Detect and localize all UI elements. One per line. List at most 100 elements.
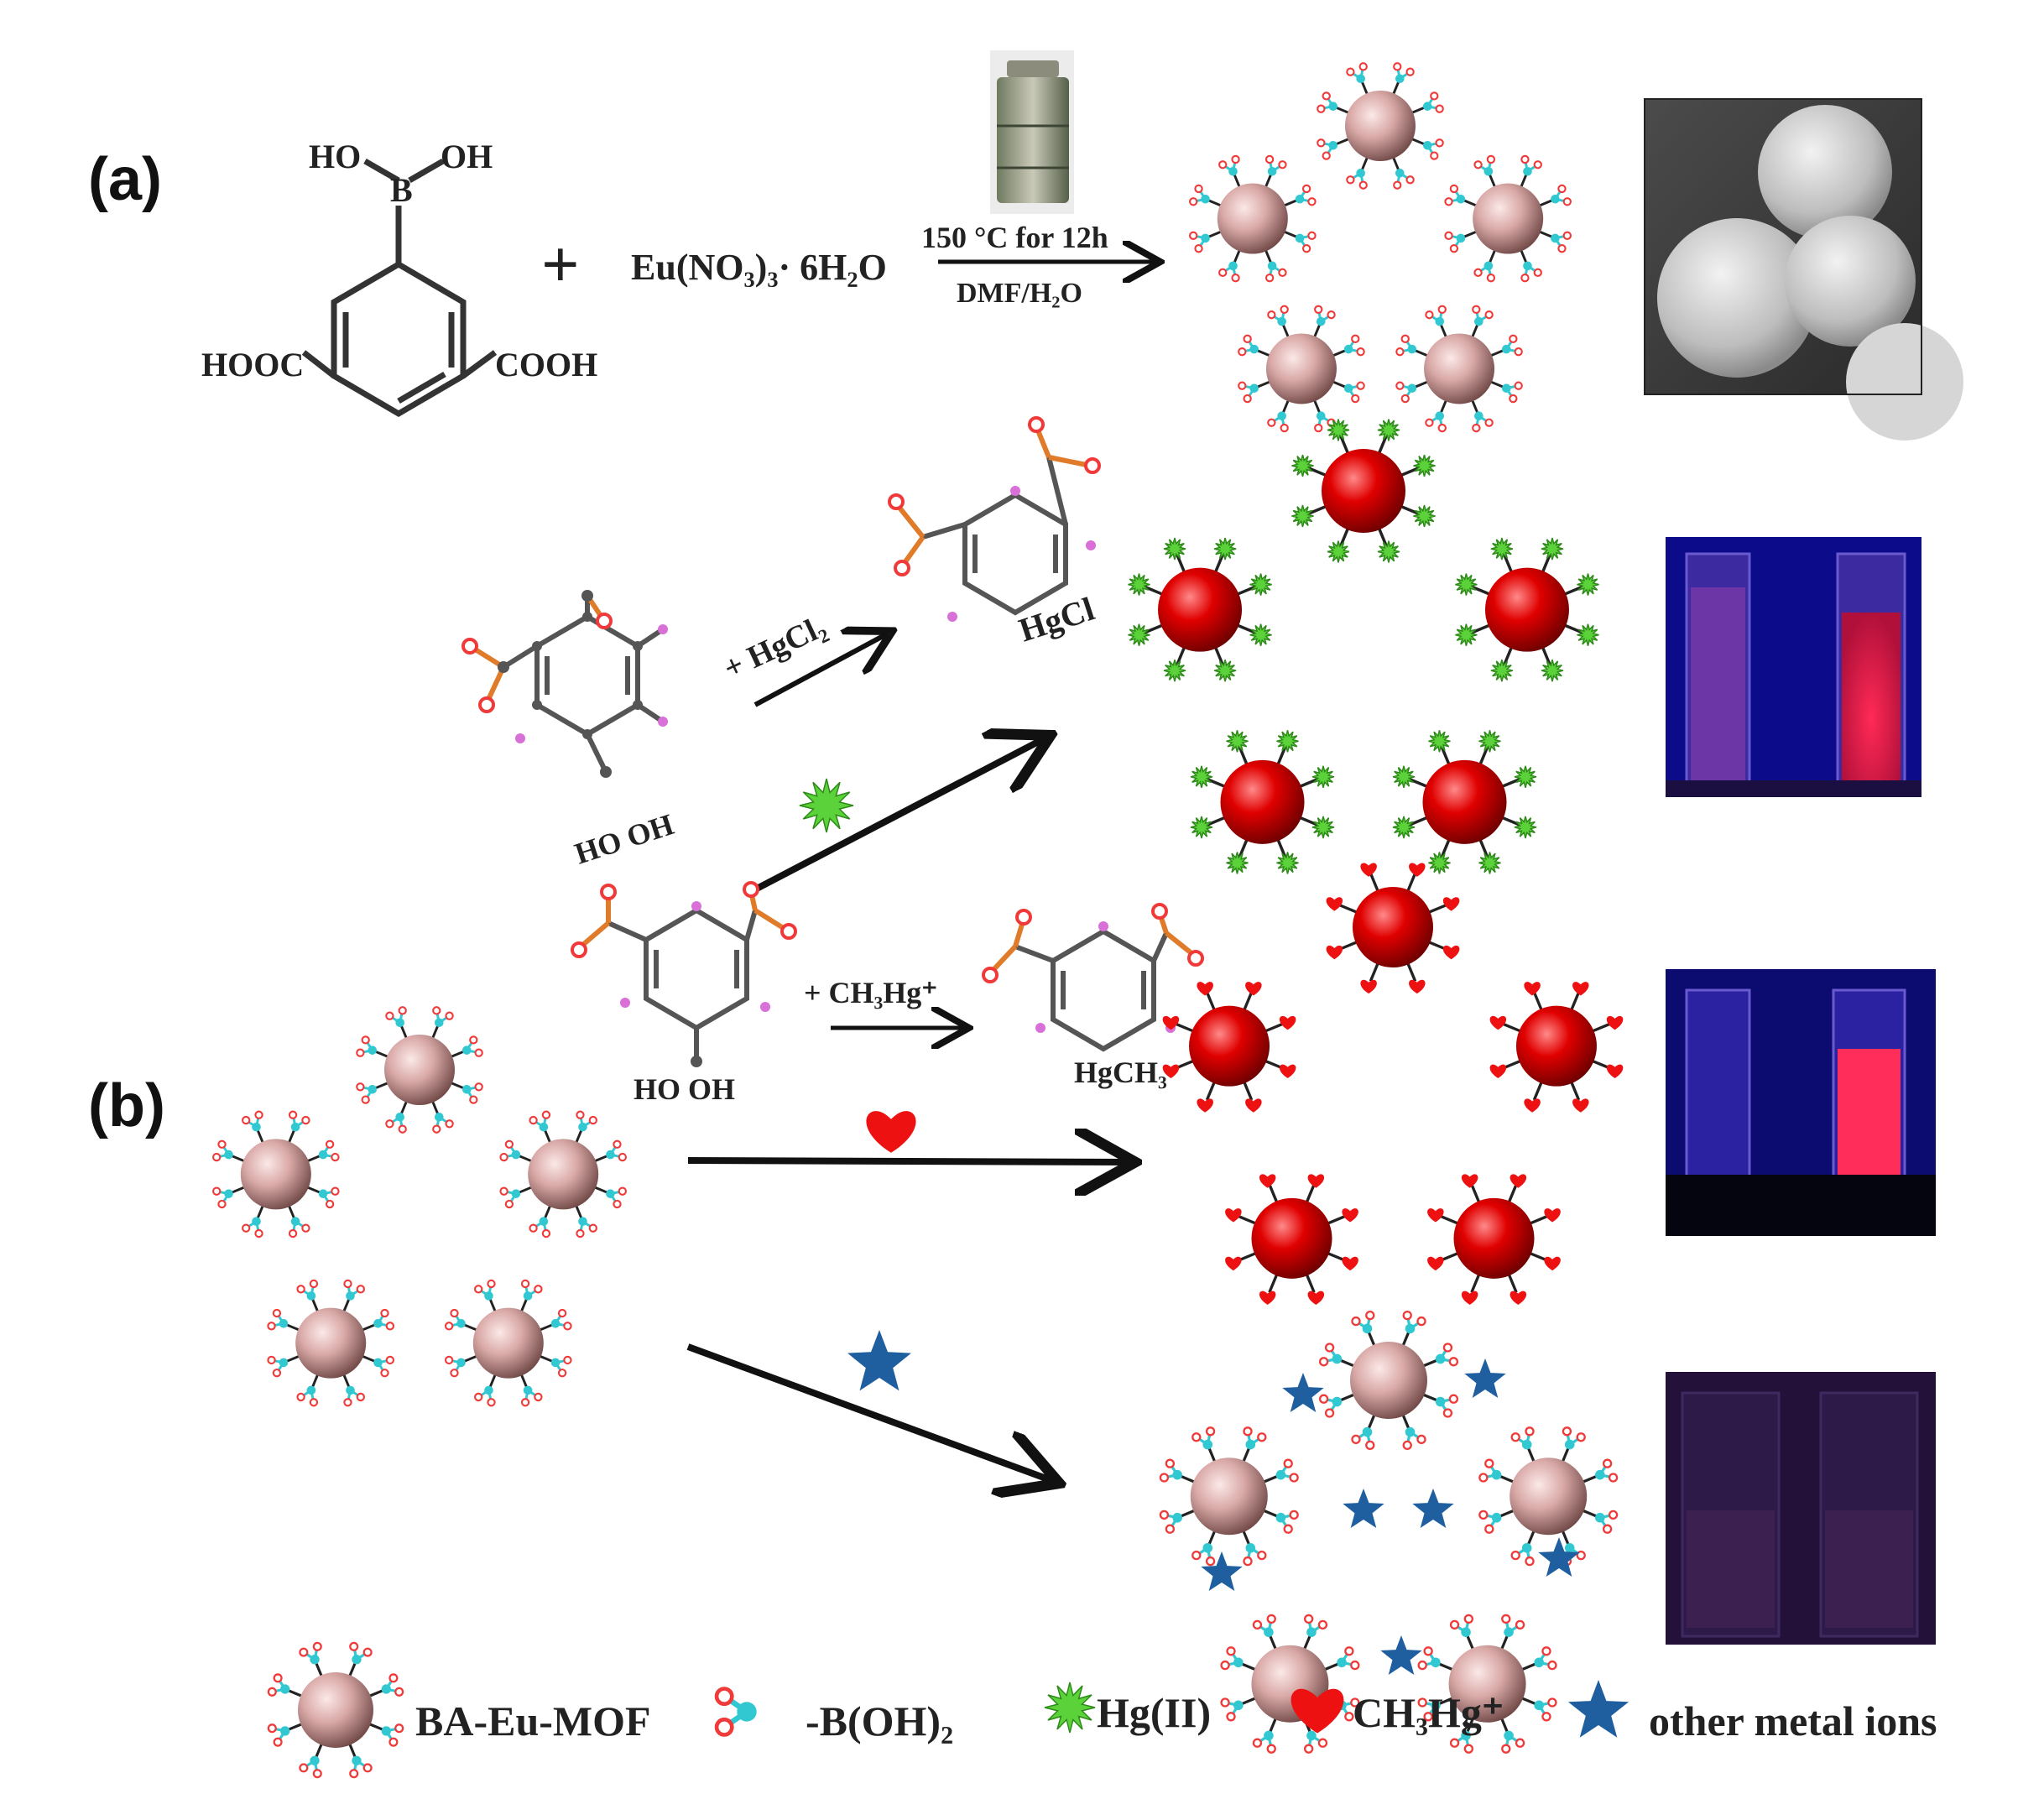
sem-image — [1644, 98, 1963, 441]
hg2-reactant-boh: HO OH — [571, 807, 677, 870]
mof-cluster-b-source — [211, 1006, 628, 1407]
hgcl2-arrow — [753, 634, 888, 707]
star-icon — [1380, 1635, 1422, 1675]
reagent-text: Eu(NO₃)₃· 6H₂O — [631, 247, 887, 288]
legend-hg2-label: Hg(II) — [1097, 1689, 1211, 1736]
hgcl-label: HgCl — [1014, 590, 1099, 649]
heart-icon — [1307, 1174, 1325, 1188]
green-burst-icon — [1213, 660, 1237, 682]
mof-sphere-icon — [1326, 863, 1460, 994]
green-burst-icon — [1514, 816, 1537, 839]
heart-icon — [1197, 1098, 1213, 1113]
mof-sphere-icon — [1489, 982, 1624, 1113]
green-burst-icon — [1163, 537, 1186, 561]
green-burst-icon — [1541, 660, 1564, 682]
hgcl-product-structure — [888, 416, 1101, 622]
heart-icon — [1326, 945, 1343, 960]
ligand-structure — [301, 158, 498, 418]
heart-icon — [1360, 863, 1377, 877]
mof-sphere-icon — [1317, 62, 1444, 190]
star-icon — [1343, 1489, 1384, 1528]
star-icon — [1464, 1358, 1506, 1398]
green-burst-icon — [1490, 537, 1514, 561]
green-burst-icon — [1327, 540, 1350, 563]
mof-cluster-hg2 — [1128, 419, 1599, 874]
heart-icon — [1427, 1208, 1444, 1223]
mof-sphere-icon — [1128, 537, 1272, 682]
heart-icon — [1544, 1208, 1561, 1223]
mof-cluster-ch3hg — [1162, 863, 1624, 1305]
green-burst-icon — [1392, 816, 1416, 839]
legend-mof-label: BA-Eu-MOF — [415, 1697, 651, 1744]
green-burst-icon — [1249, 623, 1272, 646]
green-burst-icon — [1276, 852, 1299, 874]
ligand-b: B — [390, 171, 413, 209]
star-icon — [1412, 1489, 1454, 1528]
heart-icon — [1572, 982, 1589, 996]
heart-icon — [1524, 1098, 1541, 1113]
mof-sphere-icon — [356, 1006, 483, 1134]
legend-ch3hg-label: CH₃Hg⁺ — [1353, 1689, 1504, 1736]
mof-sphere-icon — [267, 1641, 404, 1779]
plus-sign: + — [541, 228, 580, 302]
ligand-ho: HO — [309, 138, 361, 175]
heart-icon — [1442, 945, 1460, 960]
heart-icon — [1259, 1174, 1276, 1188]
green-burst-icon — [1249, 573, 1272, 596]
heart-icon — [1524, 982, 1541, 996]
heart-icon — [1606, 1015, 1624, 1030]
hgch3-product-structure — [982, 903, 1204, 1052]
heart-icon — [1326, 897, 1343, 911]
green-burst-icon — [1291, 504, 1314, 528]
green-burst-icon — [1213, 537, 1237, 561]
legend-heart-icon — [1291, 1688, 1344, 1734]
legend-green-burst-icon — [1044, 1682, 1096, 1734]
mof-sphere-icon — [444, 1279, 572, 1407]
green-burst-icon — [1377, 540, 1400, 563]
panel-label-a: (a) — [88, 146, 162, 213]
green-burst-icon — [1276, 730, 1299, 753]
heart-icon — [1489, 1015, 1507, 1030]
panel-label-b: (b) — [88, 1072, 165, 1139]
heart-icon — [1279, 1015, 1296, 1030]
star-icon — [1201, 1551, 1243, 1591]
green-burst-icon — [1226, 852, 1249, 874]
mof-sphere-icon — [1417, 1614, 1557, 1754]
heart-icon — [1409, 979, 1426, 994]
mof-sphere-icon — [1427, 1174, 1561, 1305]
green-burst-icon — [1190, 816, 1213, 839]
mof-sphere-icon — [1444, 154, 1572, 283]
legend-boronic-icon — [714, 1687, 757, 1737]
green-burst-icon — [1291, 454, 1314, 477]
heart-icon — [1342, 1208, 1358, 1223]
star-icon — [1282, 1373, 1324, 1412]
green-burst-icon — [1478, 852, 1501, 874]
mof-sphere-icon — [1159, 1426, 1299, 1567]
star-icon — [1538, 1537, 1580, 1577]
heart-icon — [1510, 1291, 1527, 1305]
green-burst-icon — [1541, 537, 1564, 561]
green-burst-icon — [1490, 660, 1514, 682]
mof-sphere-icon — [1189, 154, 1317, 283]
mof-sphere-icon — [1162, 982, 1296, 1113]
green-burst-icon — [1327, 419, 1350, 441]
green-burst-icon — [1455, 573, 1478, 596]
mof-sphere-icon — [1455, 537, 1599, 682]
heart-icon — [1342, 1256, 1358, 1271]
green-burst-icon — [1311, 765, 1335, 788]
green-burst-icon — [1128, 623, 1150, 646]
hgch3-label: HgCH₃ — [1074, 1056, 1167, 1089]
green-burst-icon — [1044, 1682, 1096, 1734]
heart-icon — [1162, 1015, 1180, 1030]
mof-sphere-icon — [1238, 305, 1365, 433]
heart-icon — [866, 1111, 916, 1153]
heart-arrow — [687, 1160, 1129, 1162]
mof-sphere-icon — [1318, 1310, 1459, 1451]
ch3hg-reactant-structure — [571, 881, 797, 1067]
ligand-oh: OH — [441, 138, 493, 175]
green-burst-icon — [799, 778, 854, 833]
heart-icon — [1489, 1064, 1507, 1078]
vial-photo-other — [1666, 1372, 1936, 1645]
heart-icon — [1307, 1291, 1325, 1305]
star-icon — [847, 1330, 911, 1391]
